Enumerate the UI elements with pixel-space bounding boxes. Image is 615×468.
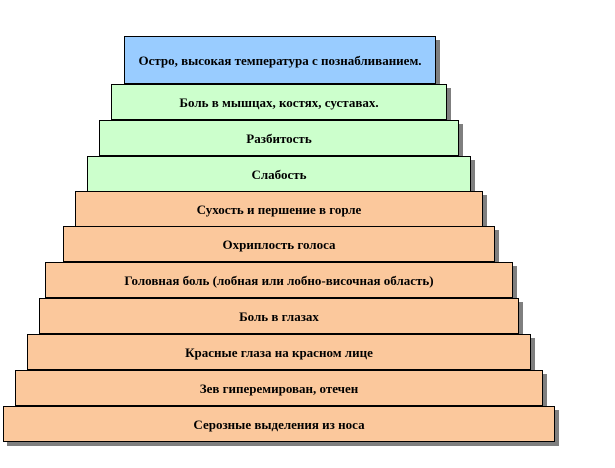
- step-label-7: Головная боль (лобная или лобно-височная…: [124, 272, 434, 288]
- pyramid-step-11: Серозные выделения из носа: [3, 406, 555, 442]
- step-label-8: Боль в глазах: [239, 308, 319, 324]
- step-label-10: Зев гиперемирован, отечен: [199, 380, 359, 396]
- pyramid-step-5: Сухость и першение в горле: [75, 191, 483, 227]
- step-label-11: Серозные выделения из носа: [193, 416, 365, 432]
- step-label-2: Боль в мышцах, костях, суставах.: [179, 94, 379, 110]
- step-label-6: Охриплость голоса: [222, 236, 336, 252]
- pyramid-step-8: Боль в глазах: [39, 298, 519, 334]
- pyramid-step-4: Слабость: [87, 156, 471, 192]
- pyramid-step-3: Разбитость: [99, 120, 459, 156]
- step-label-5: Сухость и першение в горле: [196, 201, 362, 217]
- step-label-1: Остро, высокая температура с познабливан…: [138, 52, 422, 68]
- pyramid-step-1: Остро, высокая температура с познабливан…: [124, 36, 436, 84]
- pyramid-step-2: Боль в мышцах, костях, суставах.: [111, 84, 447, 120]
- step-label-3: Разбитость: [246, 130, 312, 146]
- step-label-9: Красные глаза на красном лице: [185, 344, 373, 360]
- pyramid-step-10: Зев гиперемирован, отечен: [15, 370, 543, 406]
- pyramid-step-6: Охриплость голоса: [63, 226, 495, 262]
- step-label-4: Слабость: [251, 166, 307, 182]
- pyramid-step-7: Головная боль (лобная или лобно-височная…: [45, 262, 513, 298]
- pyramid-step-9: Красные глаза на красном лице: [27, 334, 531, 370]
